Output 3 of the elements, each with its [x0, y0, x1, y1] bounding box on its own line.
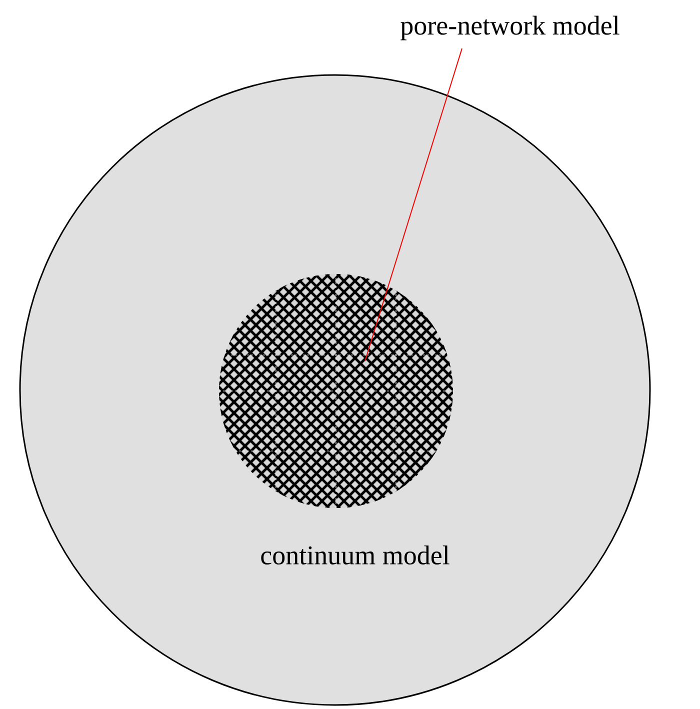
leader-line [364, 48, 462, 362]
hatched-circle [219, 274, 453, 508]
label-text: pore-network model [400, 16, 620, 40]
